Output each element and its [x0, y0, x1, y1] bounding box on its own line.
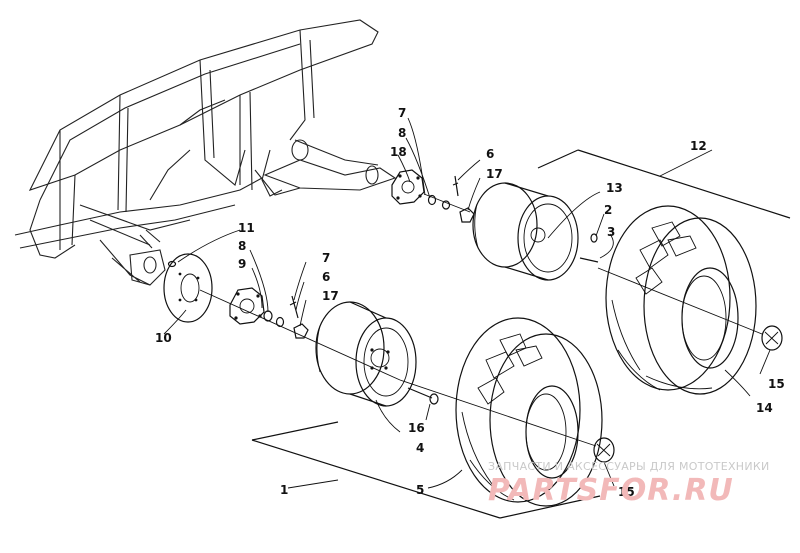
- callout-3: 3: [607, 225, 615, 239]
- callout-4: 4: [416, 441, 424, 455]
- lower-wheel-rim: [315, 301, 439, 407]
- lower-tire: [399, 317, 615, 507]
- callout-6-lower: 6: [322, 270, 330, 284]
- callout-2: 2: [604, 203, 612, 217]
- callout-7-lower: 7: [322, 251, 330, 265]
- callout-7-upper: 7: [398, 106, 406, 120]
- upper-tire: [597, 205, 783, 395]
- leader-lines: [163, 117, 771, 489]
- callout-17-lower: 17: [322, 289, 339, 303]
- watermark: ЗАПЧАСТИ И АКСЕССУАРЫ ДЛЯ МОТОТЕХНИКИ PA…: [488, 460, 770, 508]
- callout-5: 5: [416, 483, 424, 497]
- lower-brake-disc: [163, 253, 213, 323]
- assembly-bracket-lower: [251, 421, 601, 519]
- atv-frame: [14, 19, 397, 286]
- upper-wheel-rim: [472, 182, 599, 281]
- assembly-bracket-upper: [537, 149, 791, 219]
- callout-15-upper: 15: [768, 377, 785, 391]
- callout-16: 16: [408, 421, 425, 435]
- callout-8-lower: 8: [238, 239, 246, 253]
- upper-hub-assembly: [391, 169, 475, 223]
- callout-14: 14: [756, 401, 773, 415]
- callout-11: 11: [238, 221, 255, 235]
- watermark-brand: PARTSFOR.RU: [488, 473, 734, 508]
- callout-10: 10: [155, 331, 172, 345]
- watermark-caption: ЗАПЧАСТИ И АКСЕССУАРЫ ДЛЯ МОТОТЕХНИКИ: [488, 460, 770, 473]
- callout-1: 1: [280, 483, 288, 497]
- callout-13: 13: [606, 181, 623, 195]
- callout-12: 12: [690, 139, 707, 153]
- callout-18: 18: [390, 145, 407, 159]
- lower-hub-assembly: [199, 287, 401, 381]
- callout-15-lower: 15: [618, 485, 635, 499]
- callout-9: 9: [238, 257, 246, 271]
- callout-8-upper: 8: [398, 126, 406, 140]
- callout-labels: 1 2 3 4 5 6 6 7 7 8 8 9 10 11 12 13 14 1…: [155, 106, 785, 499]
- callout-17-upper: 17: [486, 167, 503, 181]
- callout-6-upper: 6: [486, 147, 494, 161]
